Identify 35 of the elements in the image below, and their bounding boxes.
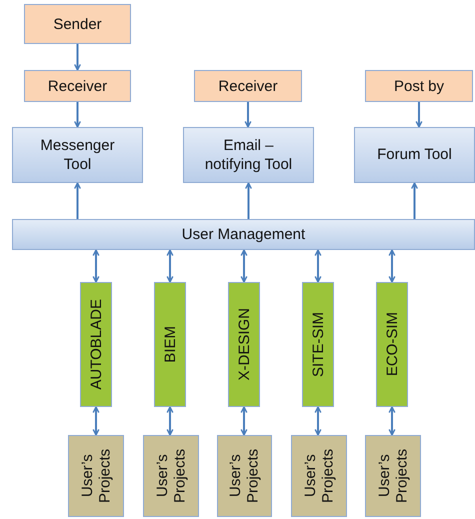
arrow xyxy=(74,182,81,219)
arrow xyxy=(74,44,81,71)
arrow xyxy=(92,406,100,436)
arrow xyxy=(388,249,396,283)
arrow xyxy=(166,249,174,283)
tool-box: User Management xyxy=(12,219,475,250)
project-box: User’s Projects xyxy=(217,435,272,517)
arrow xyxy=(240,249,248,283)
tool-box: Email – notifying Tool xyxy=(183,127,314,183)
application-box: X-DESIGN xyxy=(228,282,260,407)
project-box: User’s Projects xyxy=(143,435,199,517)
application-box: ECO-SIM xyxy=(376,282,408,407)
application-box: AUTOBLADE xyxy=(80,282,112,407)
project-box: User’s Projects xyxy=(291,435,347,517)
arrow xyxy=(240,406,248,436)
tool-box: Messenger Tool xyxy=(12,127,143,183)
arrow xyxy=(92,249,100,283)
application-box: SITE-SIM xyxy=(302,282,334,407)
role-box: Receiver xyxy=(24,70,131,102)
arrow xyxy=(388,406,396,436)
arrow xyxy=(244,102,252,128)
role-box: Post by xyxy=(365,70,473,102)
project-box: User’s Projects xyxy=(365,435,421,517)
application-box: BIEM xyxy=(154,282,186,407)
role-box: Sender xyxy=(24,4,131,44)
arrow xyxy=(416,102,422,128)
arrow xyxy=(314,406,322,436)
arrow xyxy=(166,406,174,436)
project-box: User’s Projects xyxy=(68,435,124,517)
tool-box: Forum Tool xyxy=(354,127,475,183)
role-box: Receiver xyxy=(194,70,302,102)
arrow xyxy=(411,182,418,219)
arrow xyxy=(314,249,322,283)
arrow xyxy=(74,102,81,128)
arrow xyxy=(245,182,252,219)
